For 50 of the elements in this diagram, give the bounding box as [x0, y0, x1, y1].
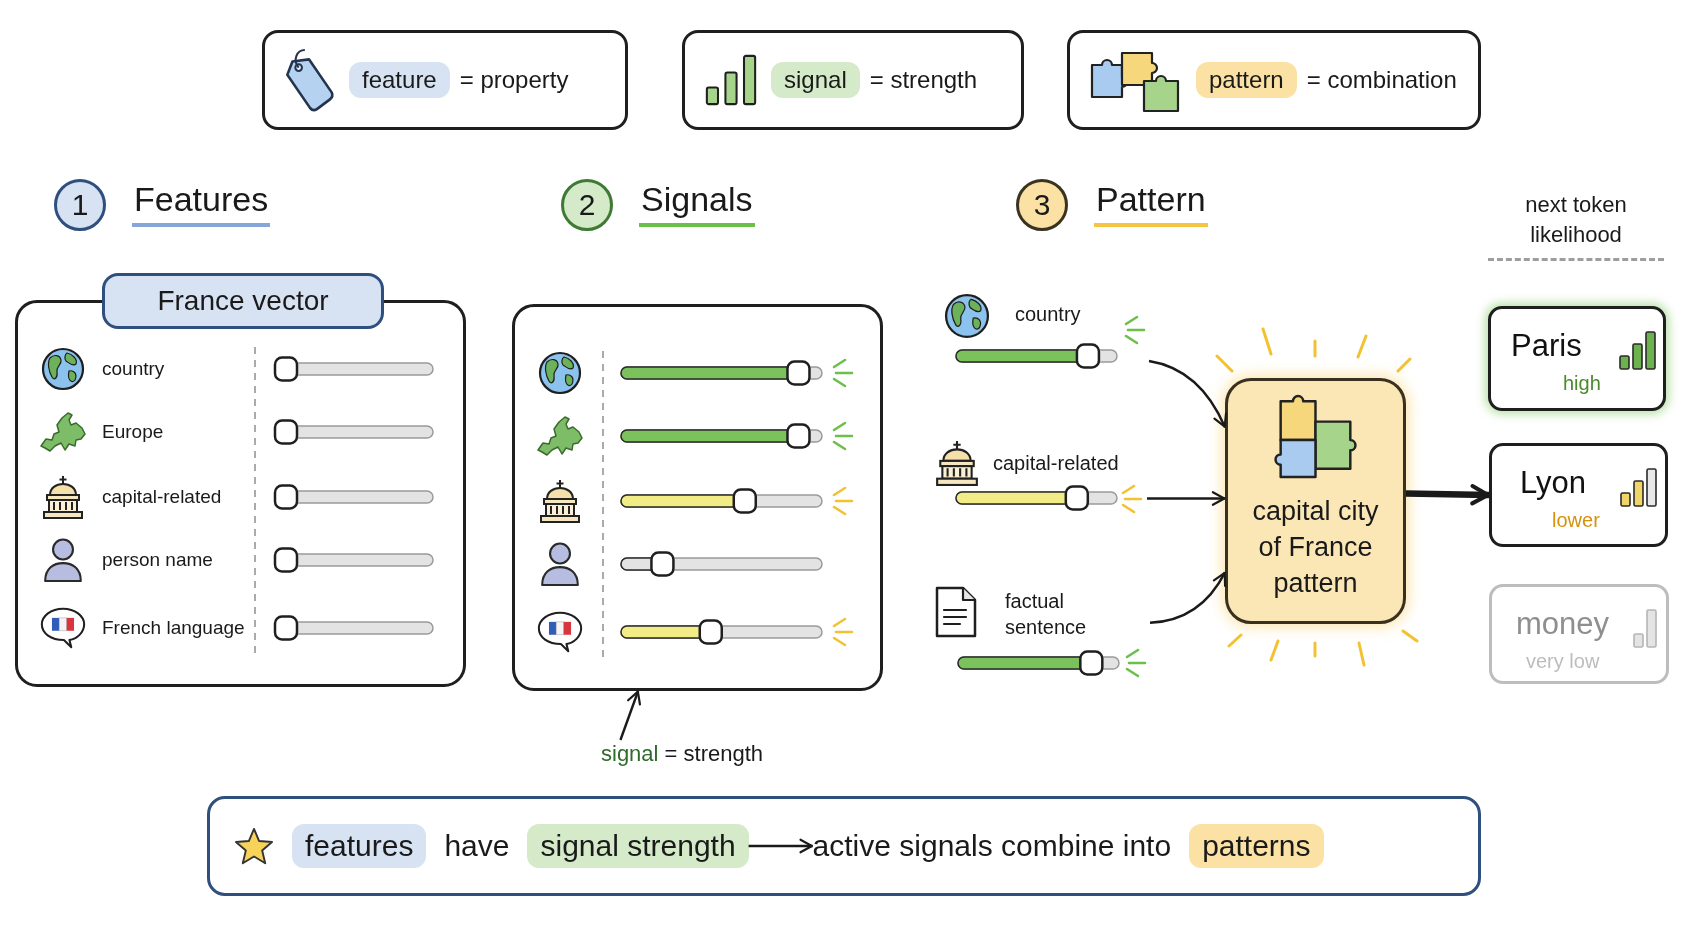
legend-card	[682, 30, 1024, 130]
feature-label: factual sentence	[1005, 589, 1088, 640]
step-number-circle: 1	[54, 179, 106, 231]
feature-label: French language	[102, 616, 245, 640]
highlighted-term: signal strength	[527, 824, 749, 868]
token-card	[1489, 443, 1668, 547]
pointer-arrow	[619, 690, 641, 741]
highlighted-term: patterns	[1189, 824, 1324, 868]
highlighted-term: pattern	[1196, 61, 1297, 99]
arrow	[748, 838, 813, 854]
likelihood-label: high	[1563, 371, 1601, 395]
arrow	[1148, 359, 1227, 428]
legend-card	[1067, 30, 1481, 130]
definition-text: = combination	[1306, 66, 1457, 94]
feature-label: country	[102, 357, 165, 381]
feature-label: person name	[102, 548, 213, 572]
arrow	[1405, 484, 1491, 506]
definition-text: = property	[459, 66, 569, 94]
summary-banner	[207, 796, 1481, 896]
token-word: money	[1516, 605, 1610, 643]
token-card	[1488, 306, 1666, 411]
feature-label: capital-related	[993, 451, 1119, 476]
feature-label: country	[1015, 302, 1081, 327]
section-heading: Signals	[639, 178, 755, 227]
token-word: Lyon	[1520, 464, 1587, 502]
step-number-circle: 3	[1016, 179, 1068, 231]
arrow	[1149, 571, 1227, 624]
pattern-card	[1225, 378, 1406, 624]
column-heading: next token likelihood	[1488, 190, 1664, 261]
feature-label: Europe	[102, 420, 164, 444]
feature-label: capital-related	[102, 485, 222, 509]
section-heading: Pattern	[1094, 178, 1208, 227]
section-heading: Features	[132, 178, 271, 227]
definition-text: = strength	[869, 66, 978, 94]
panel-title-tab: France vector	[102, 273, 384, 329]
summary-text: active signals combine into	[812, 829, 1172, 863]
highlighted-term: feature	[349, 61, 450, 99]
likelihood-label: lower	[1552, 508, 1600, 532]
pattern-label: capital city of France pattern	[1251, 495, 1380, 600]
step-number-circle: 2	[561, 179, 613, 231]
signal-panel	[512, 304, 883, 691]
annotation-text: signal = strength	[601, 740, 764, 768]
summary-text: have	[444, 829, 510, 863]
highlighted-term: signal	[771, 61, 860, 99]
legend-card	[262, 30, 628, 130]
arrow	[1147, 491, 1226, 506]
highlighted-term: features	[292, 824, 427, 868]
likelihood-label: very low	[1526, 649, 1600, 673]
token-word: Paris	[1511, 327, 1582, 365]
token-card	[1489, 584, 1669, 684]
